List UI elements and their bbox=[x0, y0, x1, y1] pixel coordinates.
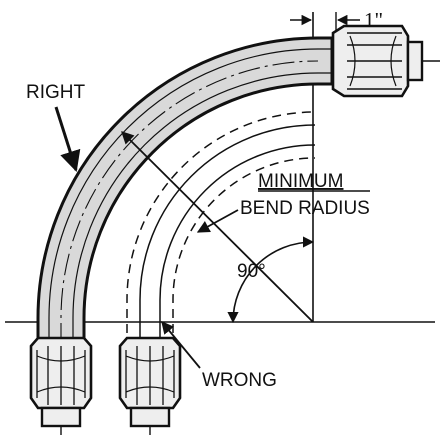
wrong-pointer-arrow bbox=[161, 321, 201, 369]
right-pointer-arrow bbox=[54, 106, 81, 173]
wrong-label: WRONG bbox=[202, 370, 277, 391]
angle-label: 90° bbox=[237, 261, 266, 282]
radius-arrow bbox=[121, 131, 314, 323]
dimension-label: 1" bbox=[364, 8, 383, 32]
minimum-label: MINIMUM bbox=[258, 171, 343, 192]
bottom-middle-fitting bbox=[118, 336, 182, 435]
right-label: RIGHT bbox=[26, 82, 86, 103]
angle-arc bbox=[227, 236, 315, 324]
incorrect-hose-bend bbox=[126, 111, 316, 348]
bend-radius-label: BEND RADIUS bbox=[240, 198, 370, 219]
bottom-left-fitting bbox=[29, 336, 93, 435]
bend-radius-leader bbox=[196, 209, 239, 233]
top-right-fitting bbox=[331, 24, 440, 98]
